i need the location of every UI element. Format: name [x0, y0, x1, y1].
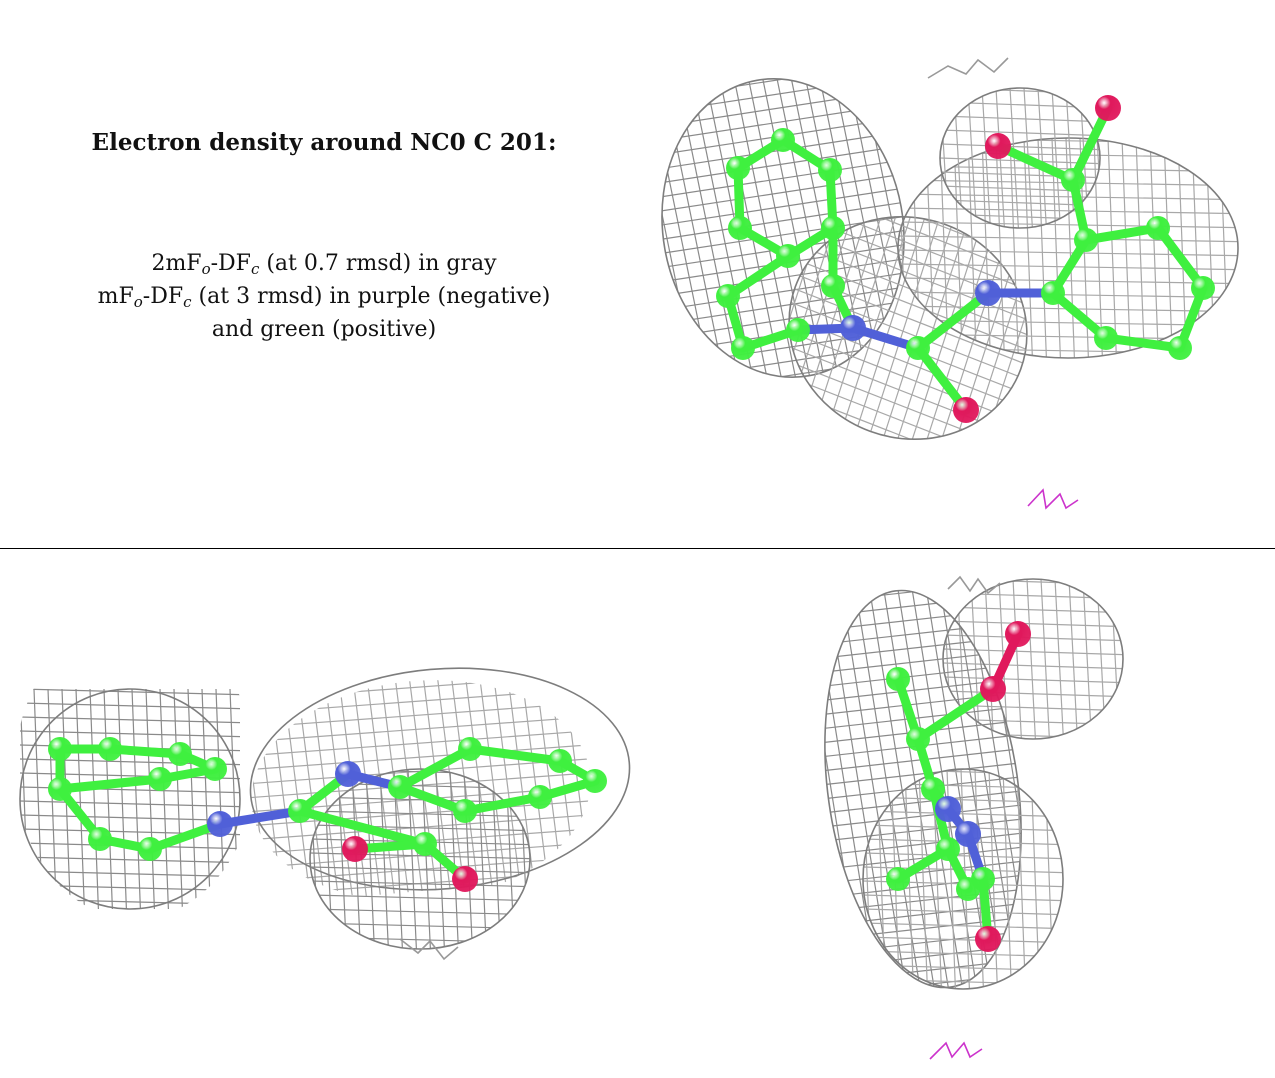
- carbon-atom: [786, 318, 810, 342]
- mesh-fragment: [947, 575, 1001, 595]
- density-render-1: [648, 57, 1239, 510]
- bond: [1101, 333, 1185, 353]
- carbon-atom: [776, 244, 800, 268]
- ligand-view-3: [886, 621, 1031, 952]
- carbon-atom: [728, 216, 752, 240]
- carbon-atom: [906, 336, 930, 360]
- carbon-atom: [886, 667, 910, 691]
- density-view-1: [648, 8, 1275, 548]
- density-render-3: [801, 575, 1124, 1060]
- nitrogen-atom: [840, 315, 866, 341]
- bond: [913, 288, 993, 353]
- oxygen-atom: [980, 676, 1006, 702]
- carbon-atom: [458, 737, 482, 761]
- nitrogen-atom: [207, 811, 233, 837]
- carbon-atom: [818, 158, 842, 182]
- carbon-atom: [528, 785, 552, 809]
- carbon-atom: [731, 336, 755, 360]
- bond: [465, 744, 565, 766]
- carbon-atom: [148, 767, 172, 791]
- oxygen-atom: [1005, 621, 1031, 647]
- table-row-divider: [0, 548, 1275, 549]
- carbon-atom: [388, 775, 412, 799]
- carbon-atom: [906, 727, 930, 751]
- carbon-atom: [1061, 168, 1085, 192]
- carbon-atom: [821, 274, 845, 298]
- carbon-atom: [1094, 326, 1118, 350]
- carbon-atom: [48, 737, 72, 761]
- oxygen-atom: [953, 397, 979, 423]
- bond: [1068, 103, 1113, 185]
- bond: [723, 251, 793, 301]
- bond: [913, 684, 998, 744]
- figure-title: Electron density around NC0 C 201:: [91, 129, 557, 156]
- mesh-left-ring: [648, 59, 928, 396]
- ligand-view-1: [716, 95, 1215, 423]
- nitrogen-atom: [935, 796, 961, 822]
- bond: [295, 806, 430, 849]
- carbon-atom: [771, 128, 795, 152]
- ligand-view-2: [48, 737, 607, 892]
- negative-density-peak: [929, 1041, 983, 1060]
- carbon-atom: [1146, 216, 1170, 240]
- carbon-atom: [203, 757, 227, 781]
- bond: [1081, 223, 1163, 245]
- carbon-atom: [138, 837, 162, 861]
- carbon-atom: [921, 777, 945, 801]
- density-render-2: [19, 666, 631, 961]
- carbon-atom: [1168, 336, 1192, 360]
- bond: [1153, 223, 1208, 293]
- carbon-atom: [98, 737, 122, 761]
- carbon-atom: [716, 284, 740, 308]
- mesh-upper-lobe: [942, 578, 1124, 740]
- density-view-2: [0, 549, 648, 1078]
- carbon-atom: [288, 799, 312, 823]
- oxygen-atom: [985, 133, 1011, 159]
- mesh-left-ring: [19, 688, 241, 910]
- carbon-atom: [886, 867, 910, 891]
- carbon-atom: [168, 742, 192, 766]
- mesh-fragment: [399, 938, 459, 961]
- mesh-fragment: [927, 57, 1009, 79]
- legend-line-colors: and green (positive): [211, 317, 437, 342]
- carbon-atom: [453, 799, 477, 823]
- bond: [215, 806, 305, 829]
- legend-line-fofc: mFo-DFc (at 3 rmsd) in purple (negative): [97, 284, 551, 311]
- oxygen-atom: [452, 866, 478, 892]
- legend-text: 2mFo-DFc (at 0.7 rmsd) in gray mFo-DFc (…: [0, 247, 648, 346]
- carbon-atom: [48, 777, 72, 801]
- oxygen-atom: [975, 926, 1001, 952]
- bond: [460, 792, 545, 816]
- carbon-atom: [583, 769, 607, 793]
- caption-cell: Electron density around NC0 C 201: 2mFo-…: [0, 8, 648, 548]
- carbon-atom: [726, 156, 750, 180]
- nitrogen-atom: [975, 280, 1001, 306]
- oxygen-atom: [342, 836, 368, 862]
- bond: [993, 141, 1078, 185]
- oxygen-atom: [1095, 95, 1121, 121]
- carbon-atom: [971, 867, 995, 891]
- bond: [55, 774, 165, 794]
- carbon-atom: [936, 837, 960, 861]
- density-view-3: [648, 549, 1275, 1078]
- nitrogen-atom: [335, 761, 361, 787]
- legend-line-2fofc: 2mFo-DFc (at 0.7 rmsd) in gray: [151, 251, 497, 278]
- bond: [913, 343, 971, 415]
- bond: [395, 744, 475, 792]
- carbon-atom: [88, 827, 112, 851]
- carbon-atom: [548, 749, 572, 773]
- negative-density-peak: [1027, 488, 1079, 510]
- carbon-atom: [1191, 276, 1215, 300]
- carbon-atom: [413, 832, 437, 856]
- nitrogen-atom: [955, 821, 981, 847]
- carbon-atom: [1074, 228, 1098, 252]
- carbon-atom: [1041, 281, 1065, 305]
- carbon-atom: [821, 216, 845, 240]
